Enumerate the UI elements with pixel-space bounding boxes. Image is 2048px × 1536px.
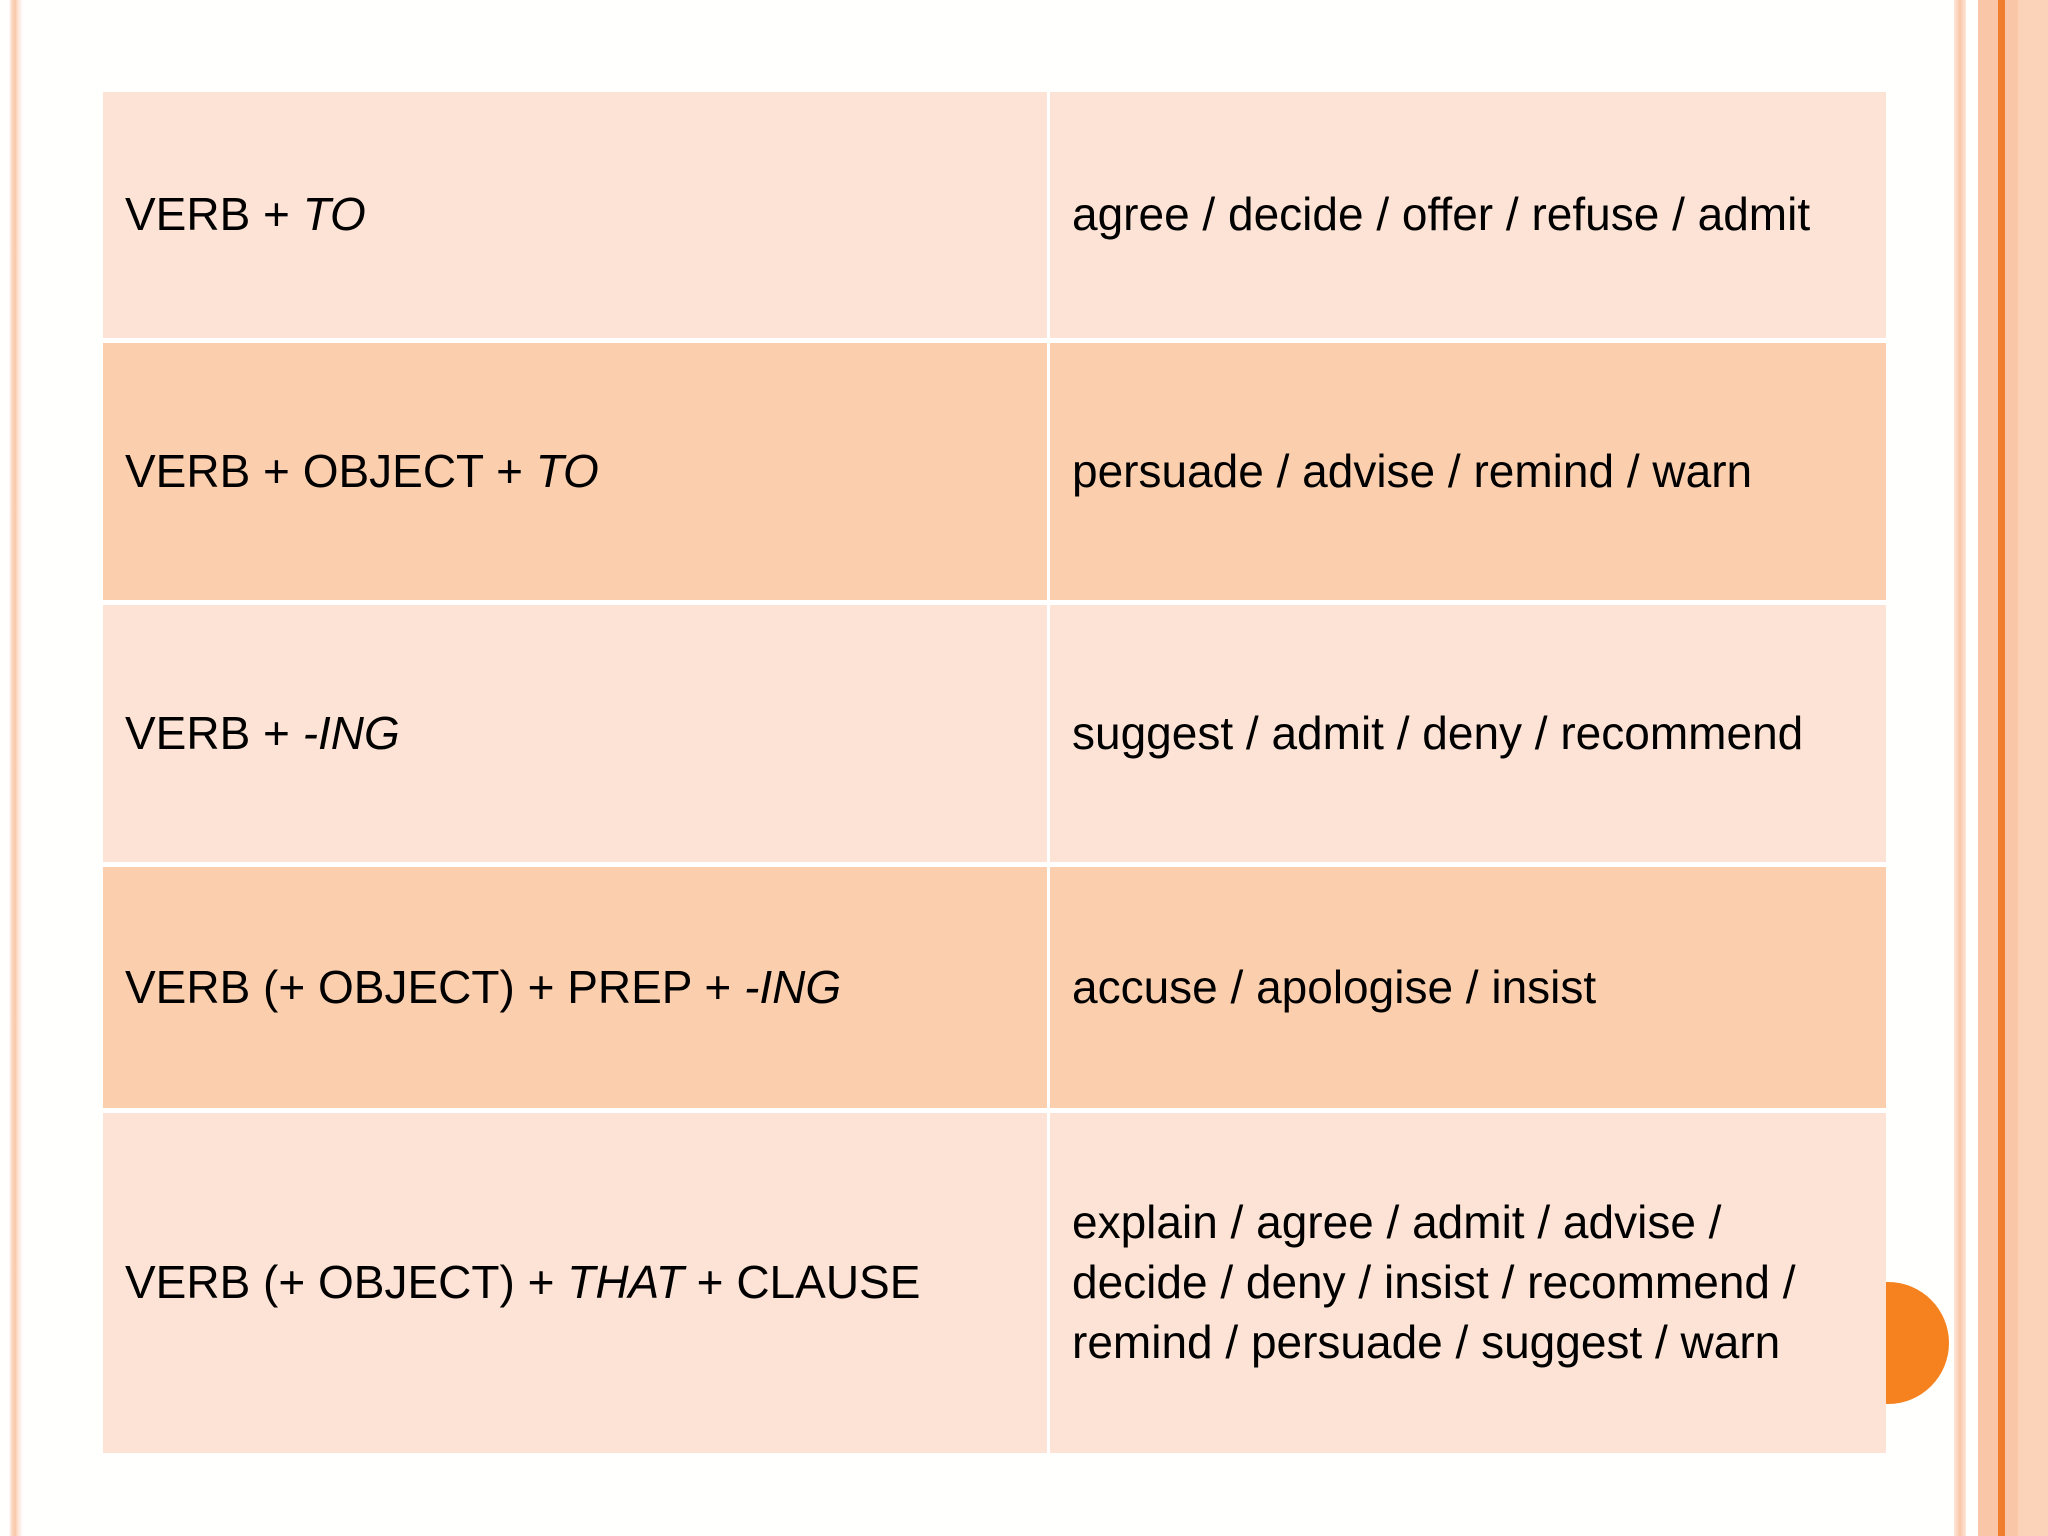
table-cell-pattern: VERB + OBJECT + TO bbox=[103, 343, 1049, 600]
slide-right-border-decoration bbox=[1954, 0, 2048, 1536]
table-row: VERB (+ OBJECT) + PREP + -ING accuse / a… bbox=[103, 867, 1886, 1108]
table-cell-pattern: VERB + TO bbox=[103, 92, 1049, 338]
row-separator bbox=[103, 862, 1886, 867]
verb-patterns-table: VERB + TO agree / decide / offer / refus… bbox=[103, 92, 1886, 1453]
table-cell-verbs: agree / decide / offer / refuse / admit bbox=[1047, 92, 1886, 338]
table-cell-verbs: accuse / apologise / insist bbox=[1047, 867, 1886, 1108]
table-row: VERB + TO agree / decide / offer / refus… bbox=[103, 92, 1886, 338]
table-cell-verbs: persuade / advise / remind / warn bbox=[1047, 343, 1886, 600]
row-separator-cell bbox=[103, 600, 1886, 605]
row-separator bbox=[103, 600, 1886, 605]
pattern-suffix: + CLAUSE bbox=[683, 1256, 921, 1309]
row-separator-cell bbox=[103, 1108, 1886, 1113]
table-row: VERB + OBJECT + TO persuade / advise / r… bbox=[103, 343, 1886, 600]
border-stripe-accent bbox=[1998, 0, 2005, 1536]
pattern-prefix: VERB + bbox=[125, 706, 303, 759]
slide-left-border-decoration bbox=[9, 0, 23, 1536]
table-cell-pattern: VERB + -ING bbox=[103, 605, 1049, 862]
border-stripe-inner bbox=[2018, 0, 2048, 1536]
pattern-prefix: VERB + bbox=[125, 188, 303, 241]
pattern-italic: -ING bbox=[744, 960, 842, 1013]
table-cell-verbs: suggest / admit / deny / recommend bbox=[1047, 605, 1886, 862]
pattern-italic: TO bbox=[535, 444, 599, 497]
table-cell-pattern: VERB (+ OBJECT) + THAT + CLAUSE bbox=[103, 1113, 1049, 1453]
table-cell-verbs: explain / agree / admit / advise / decid… bbox=[1047, 1113, 1886, 1453]
row-separator bbox=[103, 338, 1886, 343]
border-stripe-outer bbox=[1954, 0, 1966, 1536]
pattern-italic: -ING bbox=[302, 706, 400, 759]
table-row: VERB + -ING suggest / admit / deny / rec… bbox=[103, 605, 1886, 862]
row-separator bbox=[103, 1108, 1886, 1113]
row-separator-cell bbox=[103, 338, 1886, 343]
pattern-italic: THAT bbox=[567, 1256, 684, 1309]
pattern-italic: TO bbox=[302, 188, 366, 241]
row-separator-cell bbox=[103, 862, 1886, 867]
pattern-prefix: VERB (+ OBJECT) + PREP + bbox=[125, 960, 745, 1013]
table-row: VERB (+ OBJECT) + THAT + CLAUSE explain … bbox=[103, 1113, 1886, 1453]
pattern-prefix: VERB + OBJECT + bbox=[125, 444, 536, 497]
pattern-prefix: VERB (+ OBJECT) + bbox=[125, 1256, 568, 1309]
table-cell-pattern: VERB (+ OBJECT) + PREP + -ING bbox=[103, 867, 1049, 1108]
